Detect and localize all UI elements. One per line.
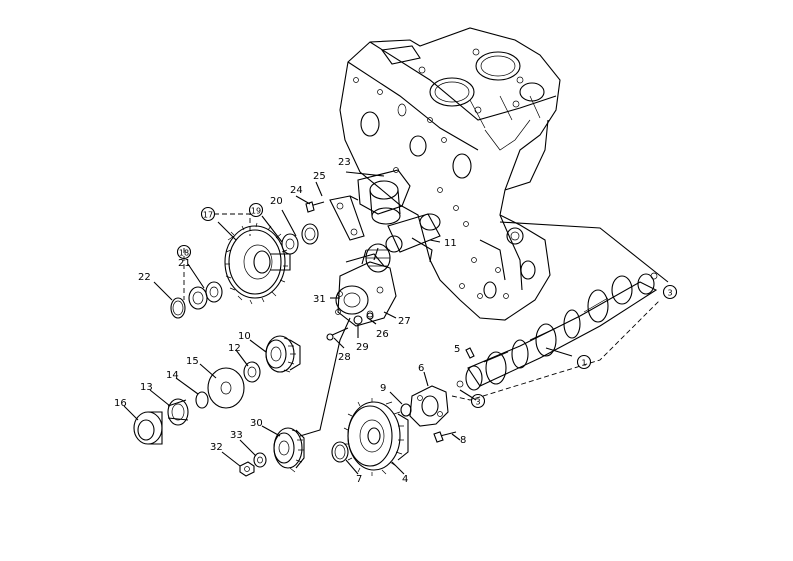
engine-block xyxy=(339,27,561,321)
callout-3-right: 3 xyxy=(662,284,678,300)
svg-text:7: 7 xyxy=(356,474,362,485)
svg-text:28: 28 xyxy=(338,352,351,363)
bolt-8 xyxy=(433,431,457,443)
idler-gear-17 xyxy=(224,222,291,305)
svg-text:11: 11 xyxy=(444,238,457,249)
callout-7: 7 xyxy=(356,474,362,485)
callout-23: 23 xyxy=(338,157,351,168)
svg-text:20: 20 xyxy=(270,196,283,207)
svg-text:5: 5 xyxy=(454,344,460,355)
plate-15 xyxy=(207,367,245,409)
callout-28: 28 xyxy=(338,352,351,363)
svg-text:16: 16 xyxy=(114,398,127,409)
callout-14: 14 xyxy=(166,370,179,381)
callout-18: 18 xyxy=(176,244,192,260)
svg-text:24: 24 xyxy=(290,185,303,196)
snap-ring-7 xyxy=(331,441,349,463)
thrust-plate-6 xyxy=(409,385,449,427)
oil-pump xyxy=(326,247,397,341)
callout-33: 33 xyxy=(230,430,243,441)
svg-text:9: 9 xyxy=(380,383,386,394)
svg-text:15: 15 xyxy=(186,356,199,367)
callout-20: 20 xyxy=(270,196,283,207)
callout-30: 30 xyxy=(250,418,263,429)
gear-30 xyxy=(273,427,305,473)
callout-29: 29 xyxy=(356,342,369,353)
callout-6: 6 xyxy=(418,363,424,374)
svg-text:26: 26 xyxy=(376,329,389,340)
callout-19: 19 xyxy=(248,202,264,218)
callout-31: 31 xyxy=(313,294,326,305)
callout-15: 15 xyxy=(186,356,199,367)
callout-22: 22 xyxy=(138,272,151,283)
svg-text:23: 23 xyxy=(338,157,351,168)
snap-ring-22 xyxy=(170,297,186,319)
svg-text:4: 4 xyxy=(402,474,408,485)
svg-text:30: 30 xyxy=(250,418,263,429)
svg-text:1: 1 xyxy=(581,359,586,368)
svg-text:3: 3 xyxy=(667,289,672,298)
callout-16: 16 xyxy=(114,398,127,409)
svg-text:31: 31 xyxy=(313,294,326,305)
callout-32: 32 xyxy=(210,442,223,453)
washer-20 xyxy=(301,223,319,245)
seal-16 xyxy=(133,411,163,445)
callout-27: 27 xyxy=(398,316,411,327)
svg-text:18: 18 xyxy=(179,249,189,258)
callout-12: 12 xyxy=(228,343,241,354)
idler-shaft-assembly xyxy=(357,169,441,273)
svg-text:6: 6 xyxy=(418,363,424,374)
callout-4: 4 xyxy=(402,474,408,485)
callout-26: 26 xyxy=(376,329,389,340)
washer-12 xyxy=(243,361,261,383)
svg-text:22: 22 xyxy=(138,272,151,283)
camshaft xyxy=(456,272,658,391)
leader-lines xyxy=(123,171,669,475)
nut-32 xyxy=(239,461,255,477)
svg-text:17: 17 xyxy=(203,211,213,220)
svg-text:19: 19 xyxy=(251,207,261,216)
svg-text:14: 14 xyxy=(166,370,179,381)
washer-18 xyxy=(205,281,223,303)
callout-25: 25 xyxy=(313,171,326,182)
svg-text:27: 27 xyxy=(398,316,411,327)
svg-text:10: 10 xyxy=(238,331,251,342)
svg-text:8: 8 xyxy=(460,435,466,446)
camshaft-gear-4 xyxy=(343,398,409,476)
svg-text:25: 25 xyxy=(313,171,326,182)
drive-gear-10 xyxy=(265,335,301,373)
bracket-25 xyxy=(329,195,365,241)
svg-text:29: 29 xyxy=(356,342,369,353)
callout-11: 11 xyxy=(444,238,457,249)
callout-1: 1 xyxy=(576,354,592,370)
svg-text:12: 12 xyxy=(228,343,241,354)
svg-text:3: 3 xyxy=(475,398,480,407)
key-5 xyxy=(465,347,475,359)
callout-10: 10 xyxy=(238,331,251,342)
callout-8: 8 xyxy=(460,435,466,446)
bearing-19 xyxy=(281,233,299,255)
washer-33 xyxy=(253,452,267,468)
callout-17: 17 xyxy=(200,206,216,222)
bearing-13 xyxy=(167,398,189,426)
callout-9: 9 xyxy=(380,383,386,394)
svg-text:32: 32 xyxy=(210,442,223,453)
callout-13: 13 xyxy=(140,382,153,393)
svg-text:33: 33 xyxy=(230,430,243,441)
callout-3-lower: 3 xyxy=(470,393,486,409)
svg-text:21: 21 xyxy=(178,258,191,269)
svg-text:13: 13 xyxy=(140,382,153,393)
callout-21: 21 xyxy=(178,258,191,269)
bushing-21 xyxy=(188,286,208,310)
ring-14 xyxy=(195,391,209,409)
callout-5: 5 xyxy=(454,344,460,355)
callout-24: 24 xyxy=(290,185,303,196)
washer-9 xyxy=(400,403,412,417)
bolt-24 xyxy=(305,201,325,213)
